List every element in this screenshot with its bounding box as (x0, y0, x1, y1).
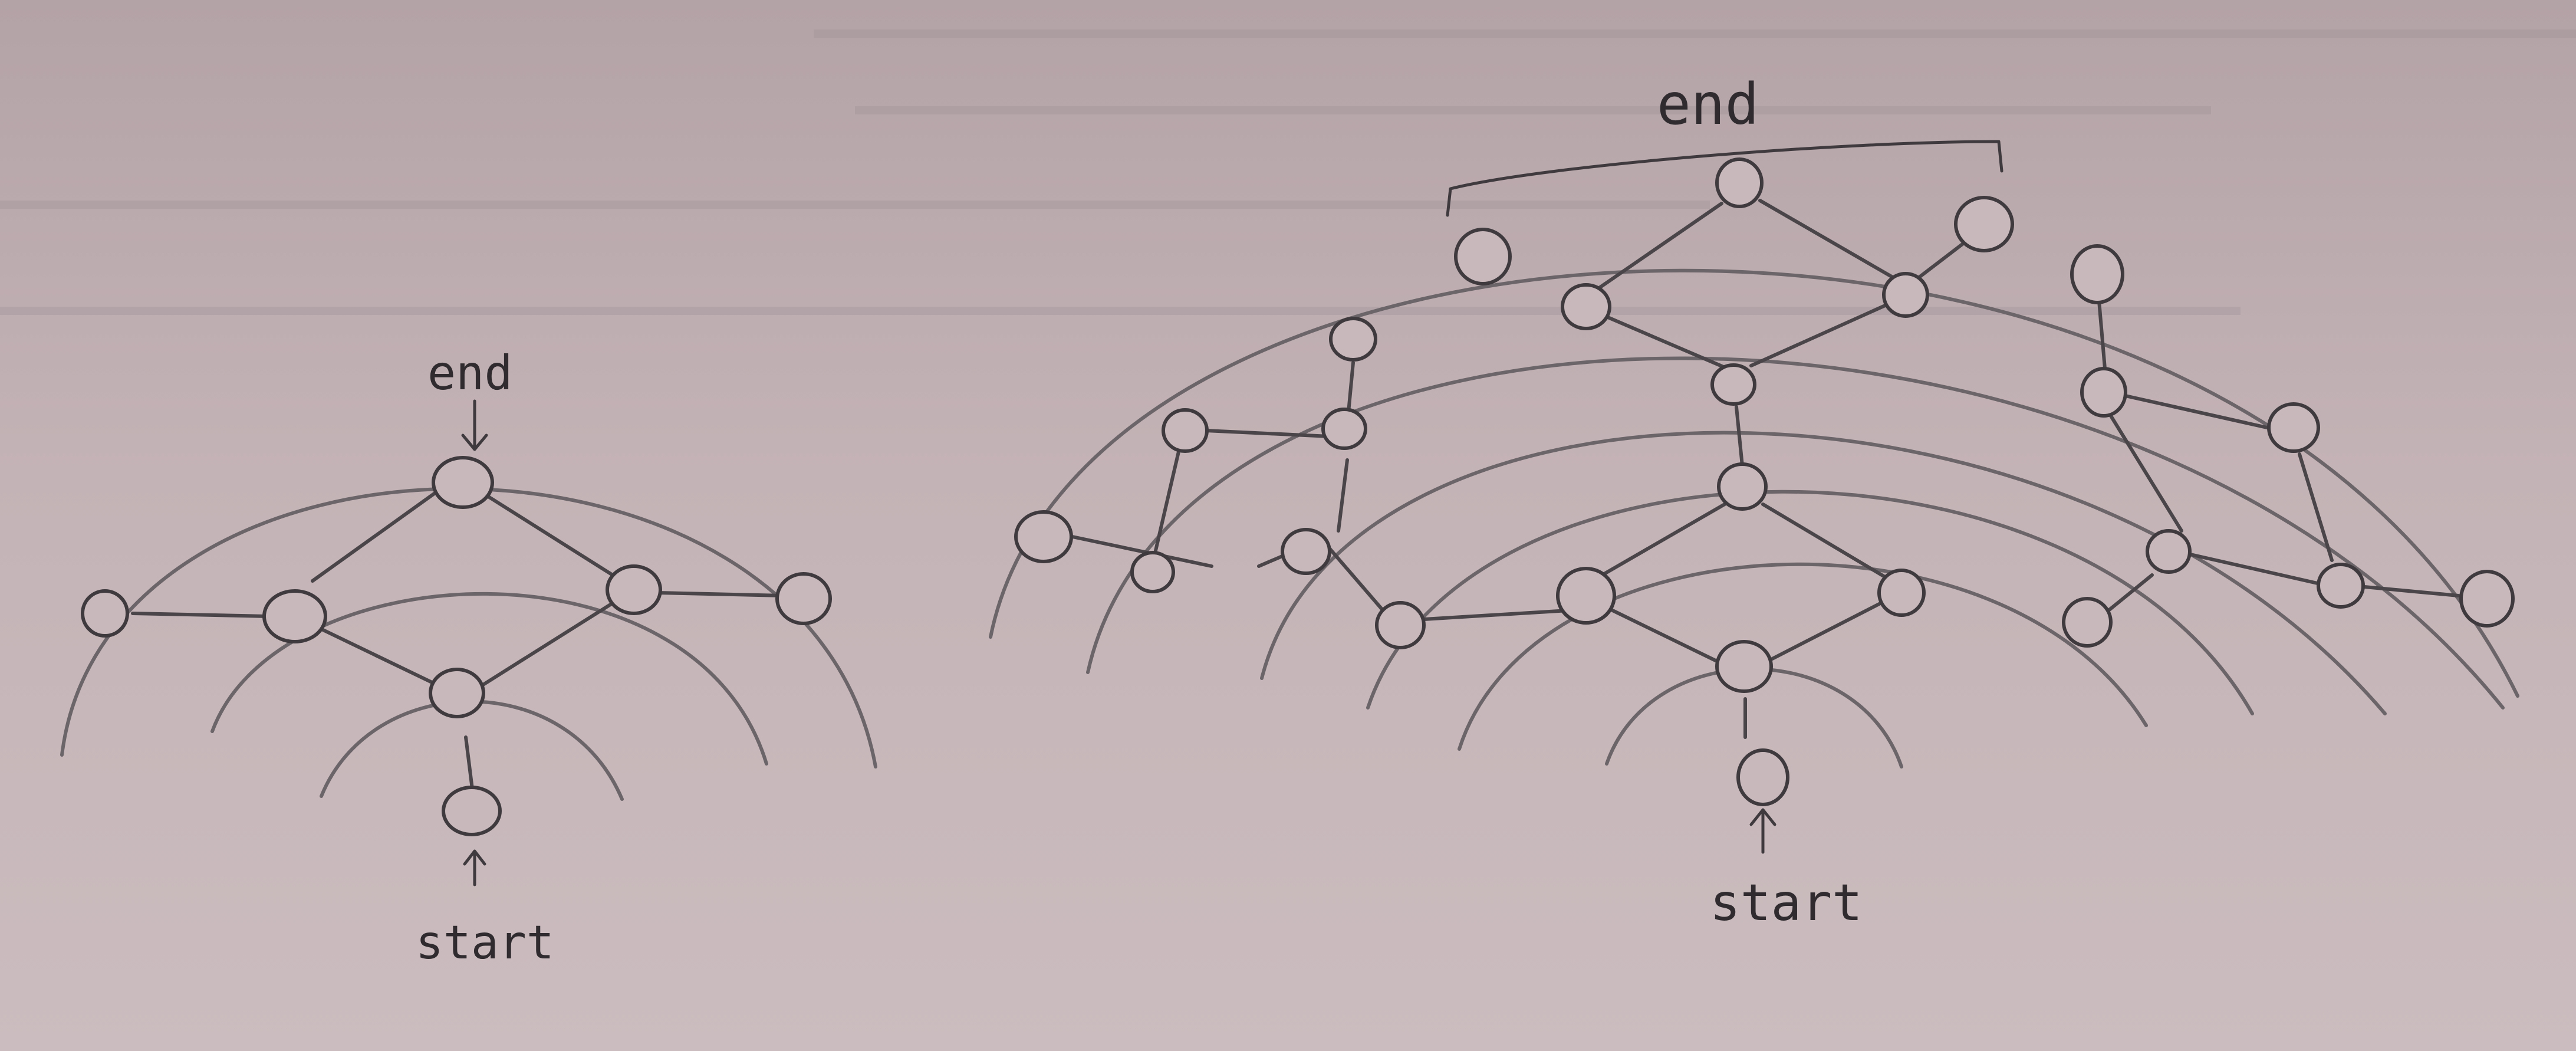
big-node (1329, 317, 1377, 362)
big-arc-2 (1458, 562, 2148, 751)
small-node (262, 589, 327, 643)
small-start-node (442, 786, 502, 836)
big-node (1130, 551, 1175, 593)
big-edge (1611, 609, 1723, 665)
big-node (1321, 408, 1367, 450)
big-edge (2103, 573, 2154, 615)
big-edge (2298, 452, 2334, 562)
big-node (1556, 567, 1616, 625)
big-node (2146, 529, 2192, 574)
small-end-label: end (427, 346, 513, 400)
big-node (1710, 363, 1756, 406)
small-edge (485, 494, 624, 583)
big-edge (1602, 314, 1729, 370)
big-arc-4 (1260, 431, 2387, 715)
big-edge (1590, 502, 1726, 583)
big-node (1877, 569, 1926, 617)
big-arc-6 (989, 268, 2519, 698)
big-node (2459, 570, 2515, 628)
big-node (1561, 283, 1611, 330)
big-node (2070, 244, 2124, 304)
small-node (81, 589, 129, 638)
small-edge (131, 612, 270, 618)
big-end-node (1715, 157, 1764, 208)
big-node (2267, 402, 2320, 453)
big-edge (2109, 414, 2183, 533)
small-start-arrow (463, 849, 486, 886)
small-end-arrow (461, 399, 488, 451)
small-arc-outer (60, 487, 877, 768)
big-end-node (1454, 228, 1512, 285)
big-node (2062, 597, 2113, 648)
big-edge (2121, 393, 2269, 429)
small-arc-middle (210, 592, 768, 766)
small-node (429, 668, 485, 718)
big-edge (1767, 600, 1886, 662)
small-edge (473, 588, 636, 692)
big-edge (1057, 532, 1213, 568)
big-edge (1204, 429, 1331, 438)
small-node (606, 564, 662, 615)
big-node (1717, 462, 1768, 511)
bleed-through-text (0, 29, 2576, 315)
big-node (2317, 563, 2365, 609)
big-edge (1917, 237, 1971, 279)
big-start-label: start (1710, 873, 1863, 932)
big-node (1162, 408, 1209, 453)
small-edge (656, 591, 786, 597)
big-graph: end start (989, 71, 2519, 932)
big-edge (1328, 547, 1387, 615)
big-end-label: end (1657, 71, 1759, 137)
small-graph: end start (60, 346, 877, 970)
small-edge (311, 482, 450, 583)
big-node (1375, 601, 1426, 649)
big-edge (2097, 299, 2107, 370)
big-node (1882, 272, 1929, 318)
small-end-node (432, 456, 494, 509)
big-node (1281, 528, 1331, 575)
big-edge (1758, 199, 1894, 279)
small-start-label: start (416, 917, 554, 970)
big-edge (1761, 502, 1889, 580)
big-edge (2189, 553, 2322, 586)
big-node (1715, 640, 1773, 693)
big-edge (1735, 405, 1744, 468)
big-start-arrow (1749, 808, 1776, 854)
big-arc-3 (1366, 490, 2254, 715)
big-start-node (1736, 748, 1789, 806)
big-edge (1749, 299, 1897, 367)
big-edge (1337, 458, 1349, 533)
big-end-node (1954, 196, 2014, 252)
big-arc-5 (1086, 356, 2505, 710)
big-end-bracket (1446, 140, 2003, 217)
big-edge (1422, 609, 1570, 621)
small-node (775, 572, 832, 625)
big-node (1014, 510, 1073, 563)
big-edge (2363, 585, 2460, 597)
big-edge (1587, 202, 1723, 297)
big-node (2080, 367, 2127, 418)
big-edge (1151, 435, 1184, 565)
